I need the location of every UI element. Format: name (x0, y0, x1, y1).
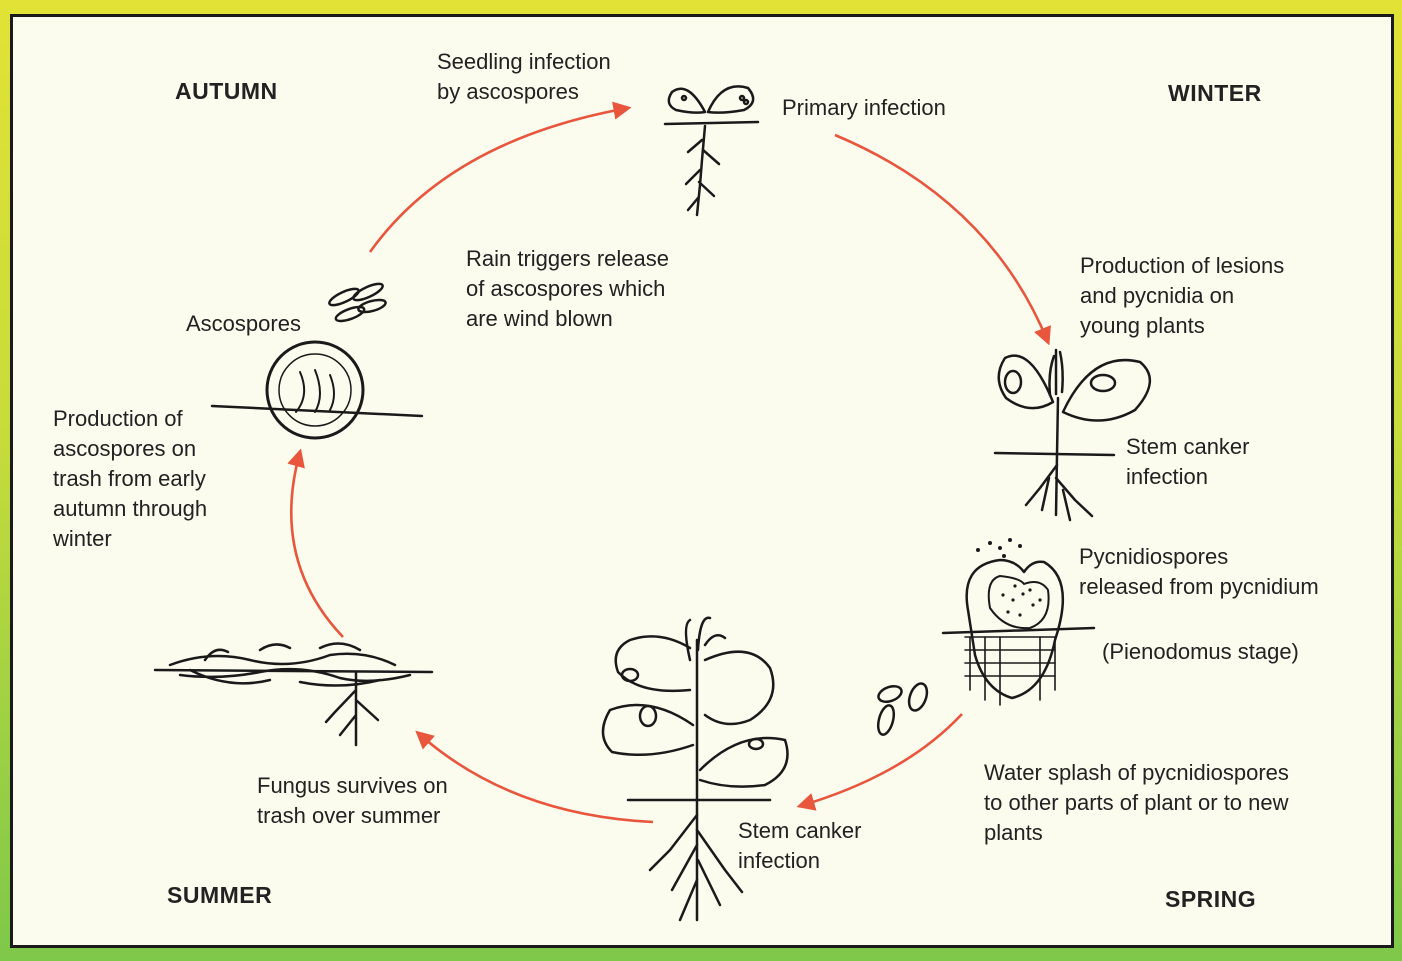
label-stem-canker-young: Stem canker infection (1126, 432, 1250, 492)
pycnidium-illustration (943, 538, 1094, 705)
label-water-splash: Water splash of pycnidiospores to other … (984, 758, 1289, 848)
label-stem-canker-mature: Stem canker infection (738, 816, 862, 876)
label-pienodomus-stage: (Pienodomus stage) (1102, 637, 1299, 667)
cycle-arrows (291, 108, 1048, 822)
label-lesions-pycnidia: Production of lesions and pycnidia on yo… (1080, 251, 1284, 341)
trash-illustration (155, 643, 432, 745)
label-ascospores: Ascospores (186, 309, 301, 339)
label-seedling-infection: Seedling infection by ascospores (437, 47, 611, 107)
arrow-pycnidium-to-stem (800, 714, 962, 806)
arrow-spring-to-summer (418, 733, 653, 822)
label-ascospore-production: Production of ascospores on trash from e… (53, 404, 207, 554)
label-rain-release: Rain triggers release of ascospores whic… (466, 244, 669, 334)
arrow-winter-to-lesions (835, 135, 1048, 342)
season-spring: SPRING (1165, 886, 1256, 913)
season-summer: SUMMER (167, 882, 272, 909)
label-primary-infection: Primary infection (782, 93, 946, 123)
pseudothecium-illustration (212, 281, 422, 438)
label-pycnidiospores-released: Pycnidiospores released from pycnidium (1079, 542, 1319, 602)
seedling-illustration (665, 86, 758, 215)
season-autumn: AUTUMN (175, 78, 278, 105)
pycnidiospores-illustration (875, 681, 930, 736)
season-winter: WINTER (1168, 80, 1262, 107)
arrow-autumn-to-winter (370, 108, 628, 252)
arrow-summer-to-autumn (291, 452, 343, 637)
label-fungus-survives: Fungus survives on trash over summer (257, 771, 448, 831)
